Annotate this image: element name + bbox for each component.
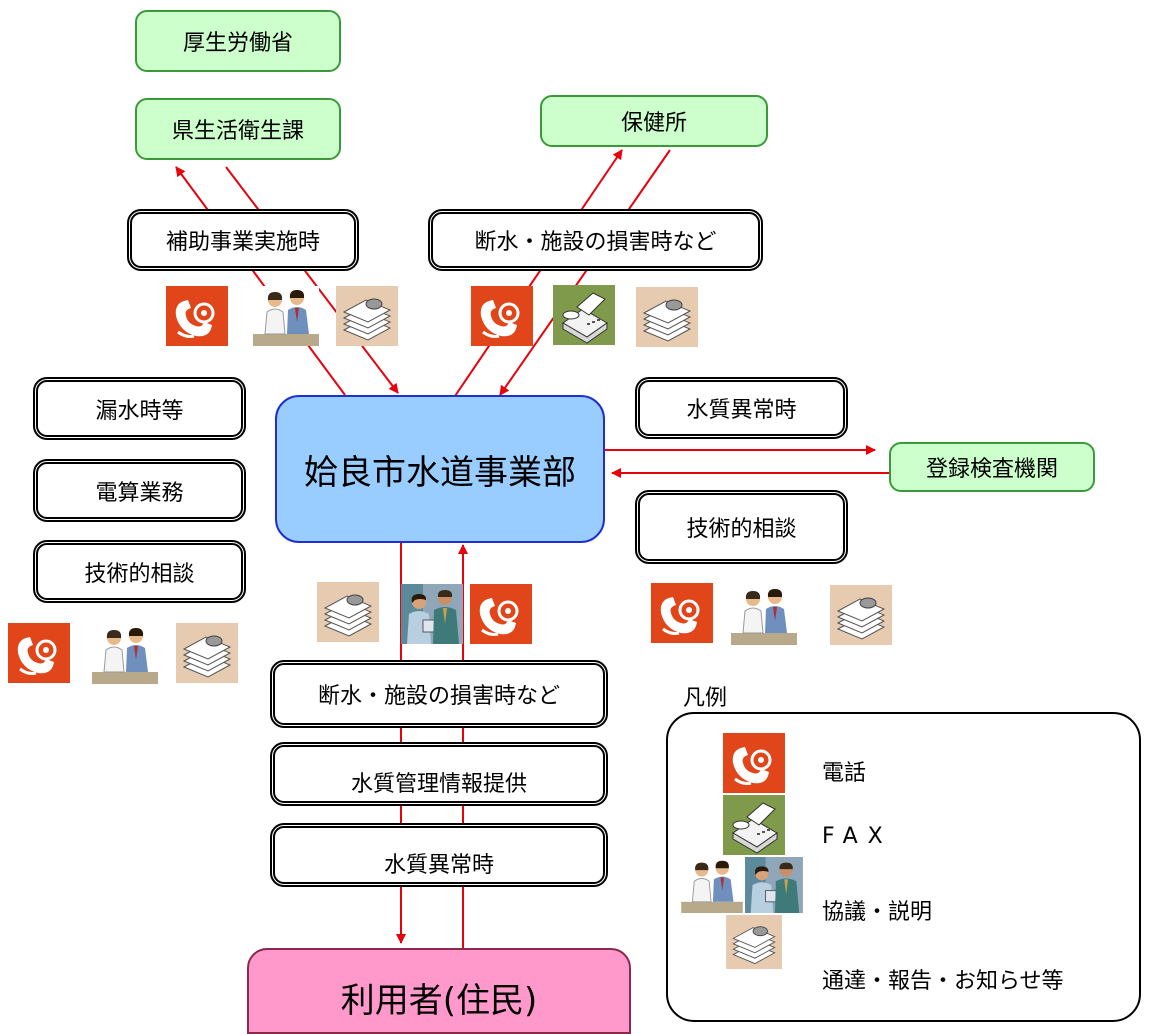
- legend-label-fax: FAX: [822, 824, 893, 849]
- label-suishitsu-bottom: 水質異常時: [270, 823, 608, 887]
- fax-icon: [553, 285, 615, 345]
- phone-icon: [470, 584, 532, 644]
- meeting-icon: [681, 857, 743, 913]
- label-kanri: 水質管理情報提供: [270, 742, 608, 806]
- label-hojo: 補助事業実施時: [127, 209, 359, 271]
- arrow-pref-to-main: [225, 166, 399, 394]
- node-aira-water: 姶良市水道事業部: [275, 395, 605, 543]
- meeting-icon: [92, 624, 158, 684]
- label-dansui-bottom: 断水・施設の損害時など: [270, 660, 608, 728]
- fax-icon: [723, 795, 785, 855]
- documents-icon: [636, 287, 698, 347]
- legend-title: 凡例: [683, 686, 728, 711]
- phone-icon: [471, 286, 533, 346]
- legend-label-meeting: 協議・説明: [822, 900, 933, 925]
- label-gijutsu-right: 技術的相談: [635, 490, 848, 564]
- meeting-icon: [731, 585, 797, 645]
- legend-label-phone: 電話: [822, 761, 867, 786]
- arrow-hokenjo-to-main: [499, 149, 671, 396]
- node-user: 利用者(住民): [247, 948, 631, 1034]
- documents-icon: [830, 585, 892, 645]
- meeting-icon: [745, 857, 803, 913]
- documents-icon: [317, 582, 379, 642]
- node-hokenjo: 保健所: [540, 95, 768, 147]
- arrow-main-to-pref: [175, 166, 346, 396]
- node-mhlw: 厚生労働省: [135, 10, 341, 72]
- phone-icon: [8, 623, 70, 683]
- label-gijutsu-left: 技術的相談: [33, 540, 246, 603]
- meeting-icon: [401, 584, 463, 644]
- node-pref-health: 県生活衛生課: [135, 98, 341, 160]
- phone-icon: [723, 733, 785, 793]
- arrow-main-to-hokenjo: [454, 149, 623, 397]
- phone-icon: [166, 286, 228, 346]
- phone-icon: [651, 583, 713, 643]
- label-suishitsu-right: 水質異常時: [635, 377, 848, 439]
- label-densan: 電算業務: [33, 459, 246, 522]
- legend-label-documents: 通達・報告・お知らせ等: [822, 969, 1064, 994]
- label-rousui: 漏水時等: [33, 377, 246, 440]
- documents-icon: [726, 915, 782, 969]
- meeting-icon: [253, 286, 319, 346]
- node-lab: 登録検査機関: [889, 442, 1095, 492]
- documents-icon: [336, 286, 398, 346]
- label-dansui-top: 断水・施設の損害時など: [428, 209, 763, 271]
- documents-icon: [176, 623, 238, 683]
